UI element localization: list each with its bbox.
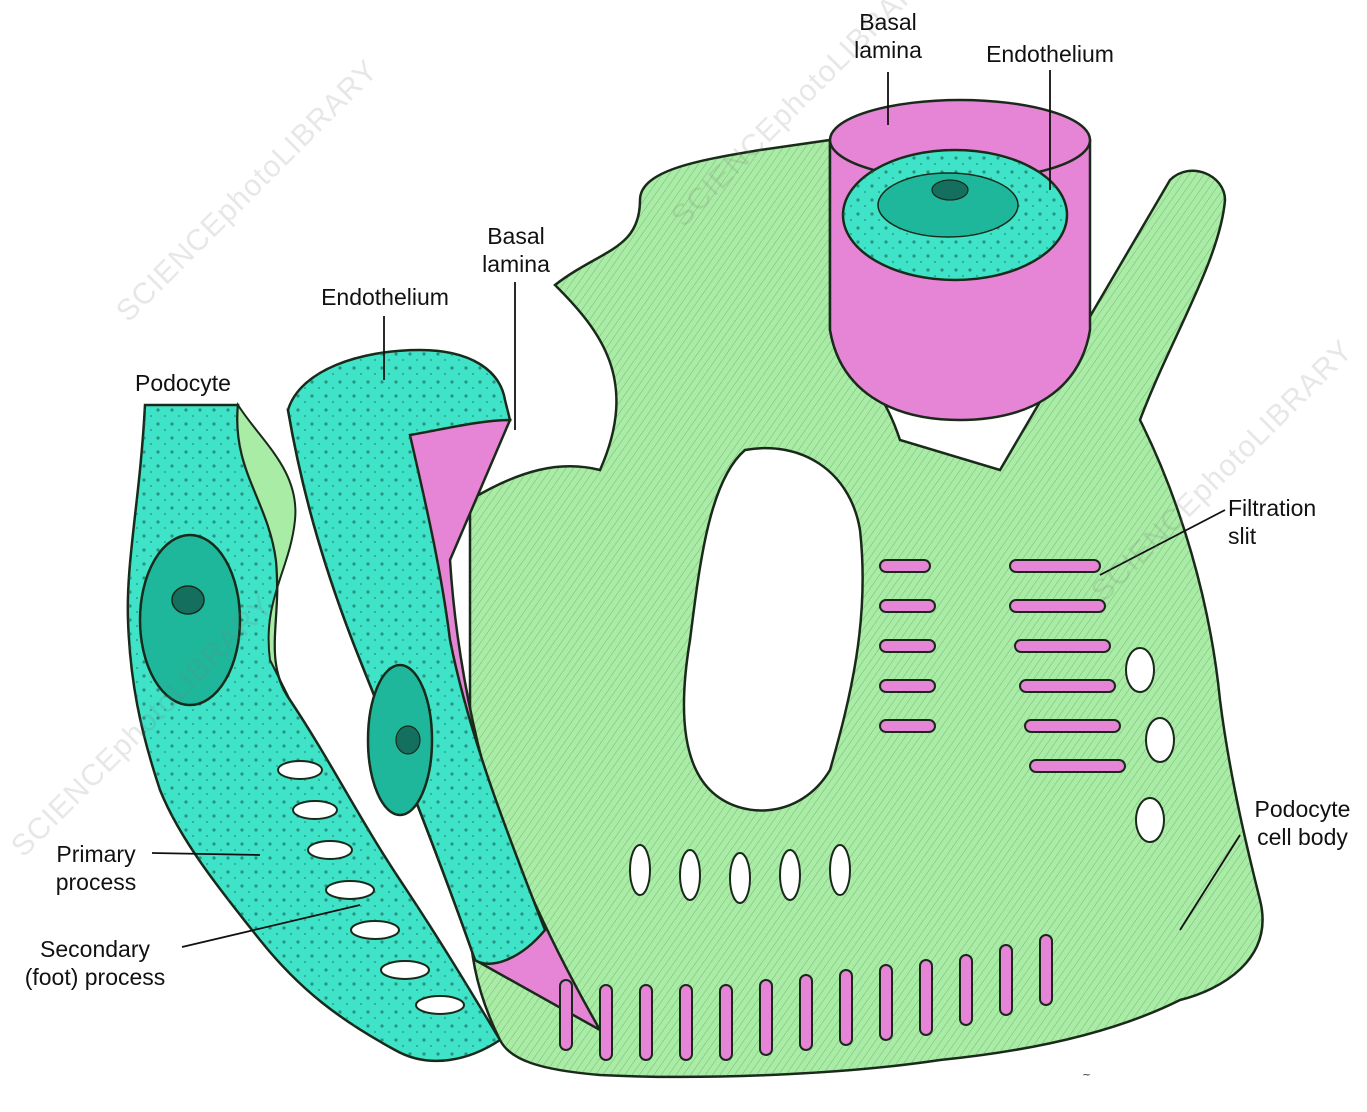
label-filtration-slit: Filtration slit	[1228, 494, 1316, 550]
label-basal-lamina-top: Basal lamina	[838, 8, 938, 64]
label-endothelium-top: Endothelium	[960, 40, 1140, 68]
label-endothelium-mid: Endothelium	[295, 283, 475, 311]
label-basal-lamina-mid: Basal lamina	[466, 222, 566, 278]
label-podocyte-cell-body: Podocyte cell body	[1240, 795, 1365, 851]
label-secondary-process: Secondary (foot) process	[5, 935, 185, 991]
artist-signature: ~	[1082, 1068, 1091, 1081]
label-primary-process: Primary process	[40, 840, 152, 896]
capillary-top	[830, 100, 1090, 420]
label-podocyte: Podocyte	[135, 369, 231, 397]
